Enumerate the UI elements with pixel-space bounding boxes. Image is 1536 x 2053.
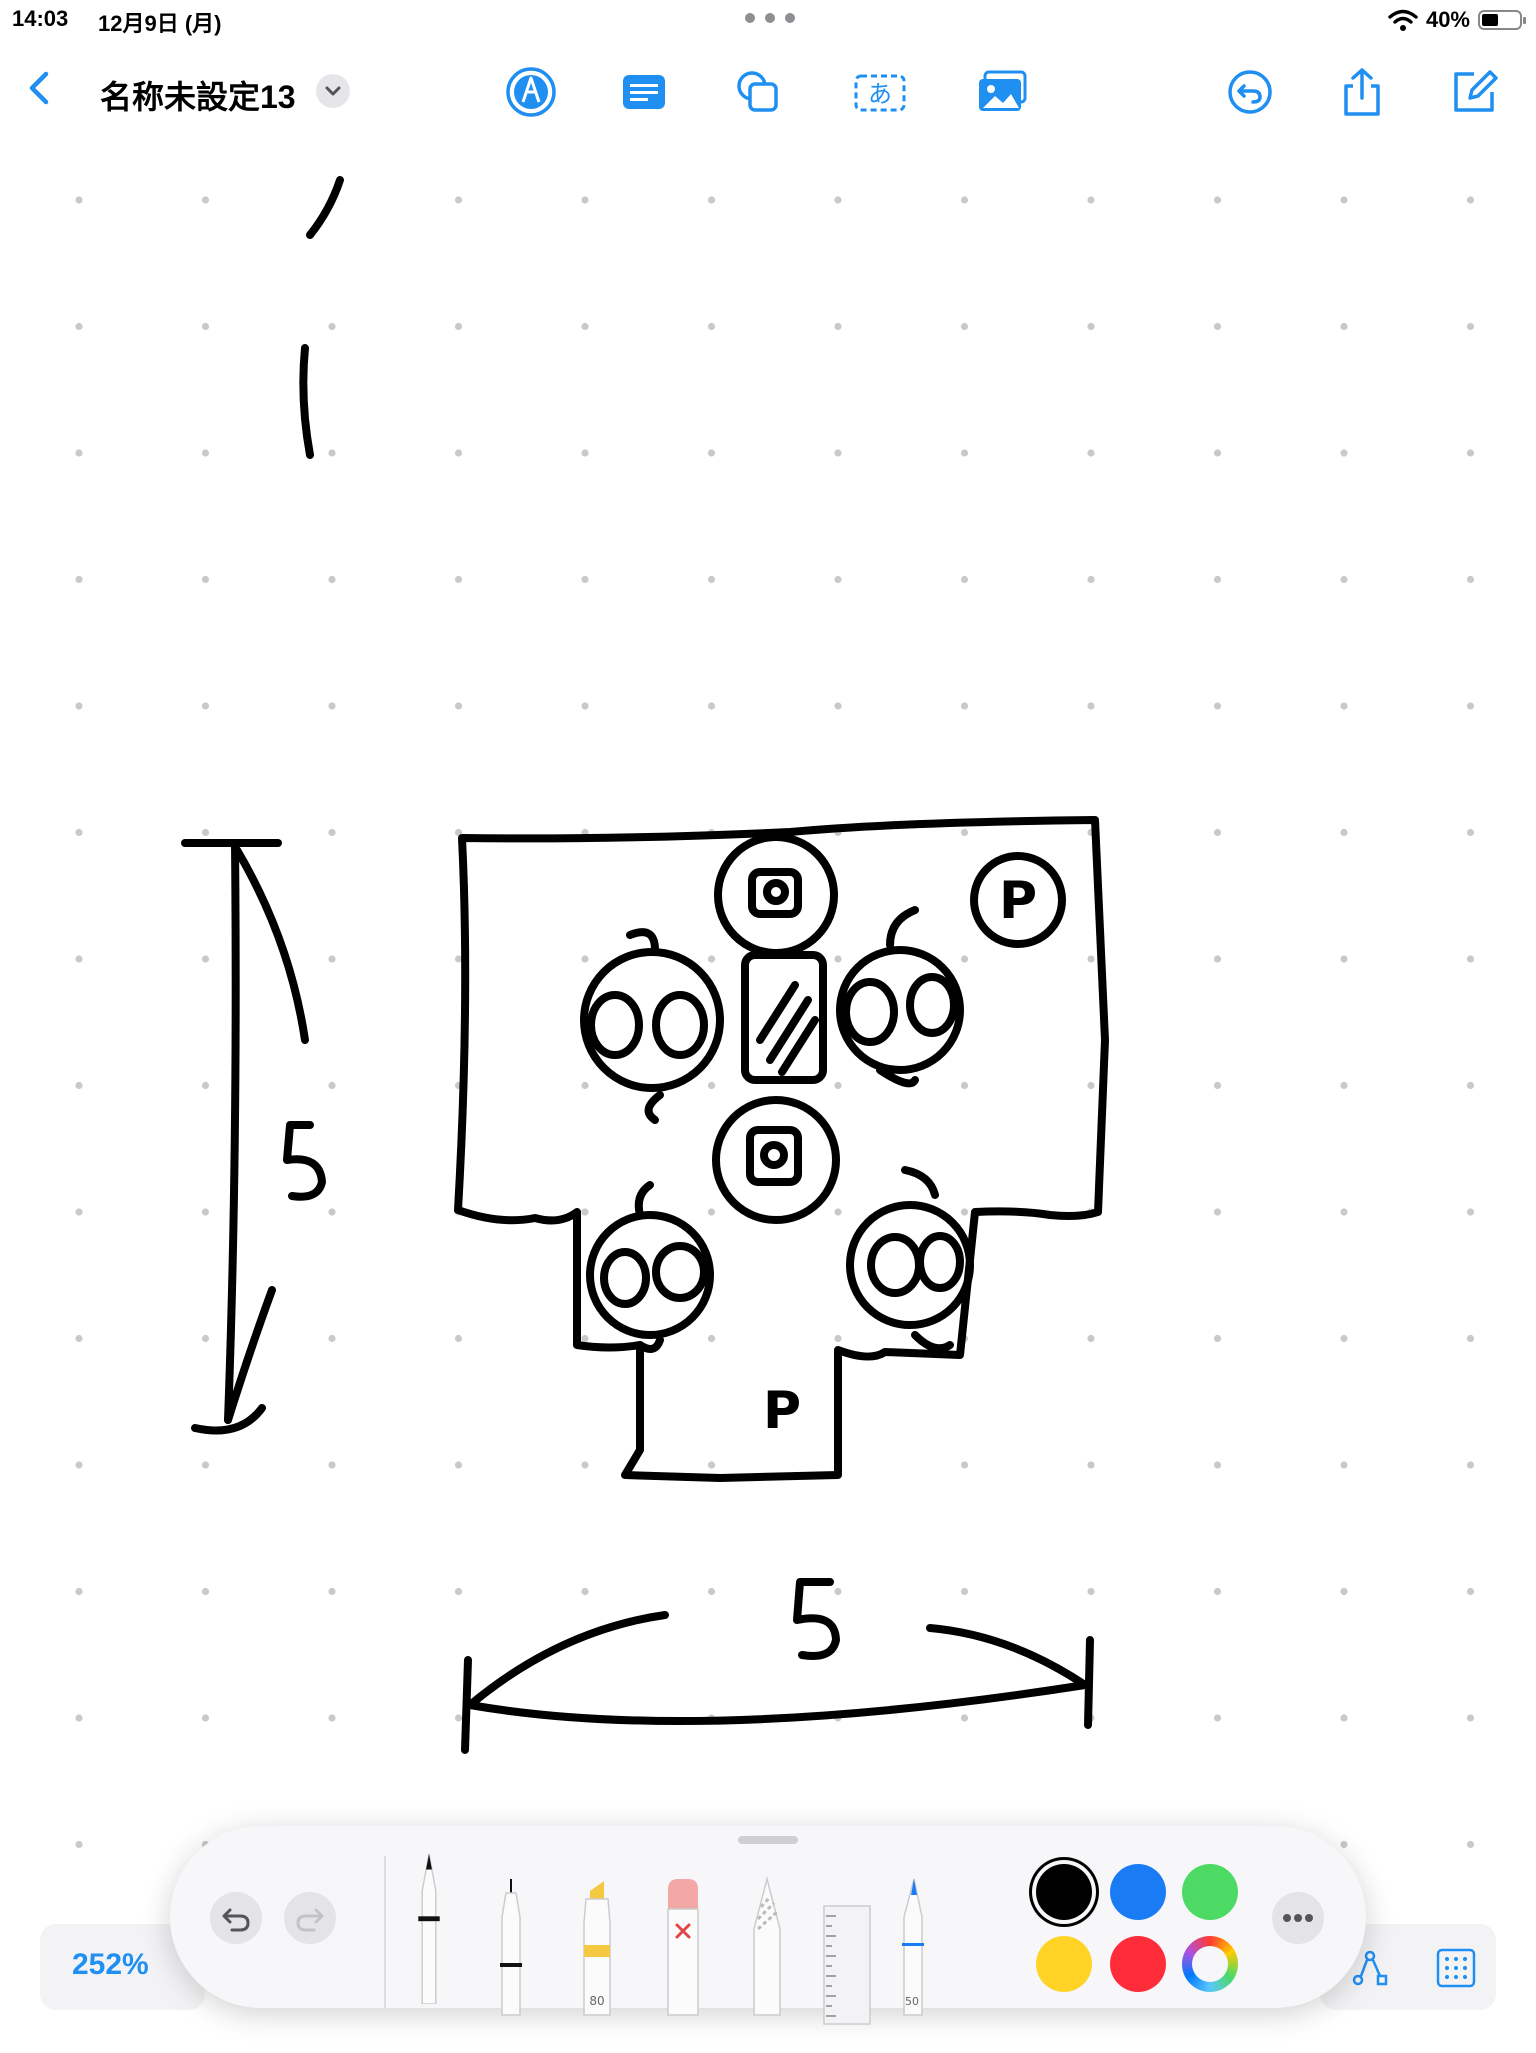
tool-palette: 80 50 xyxy=(170,1826,1366,2025)
shape-selection-icon[interactable] xyxy=(1348,1946,1392,1990)
marker-size-label: 80 xyxy=(589,1994,604,2008)
pencil-tool-icon[interactable]: 50 xyxy=(896,1870,926,2022)
color-swatch-yellow[interactable] xyxy=(1036,1936,1092,1992)
lower-left-seat-eye xyxy=(600,1248,650,1308)
lower-right-seat-circle xyxy=(846,1201,974,1329)
zoom-level[interactable]: 252% xyxy=(72,1948,149,1981)
vertical-arrowhead-bottom xyxy=(224,1286,276,1424)
status-right: 40% xyxy=(1388,6,1526,34)
center-hatching xyxy=(756,981,819,1076)
horizontal-dimension-line xyxy=(466,1681,1089,1725)
lower-left-seat-arrows xyxy=(634,1181,664,1353)
dimension-tick-bottom xyxy=(191,1404,266,1435)
vertical-arrowhead-top xyxy=(233,846,309,1044)
grid-toggle-icon[interactable] xyxy=(1434,1946,1478,1990)
color-swatch-black[interactable] xyxy=(1036,1864,1092,1920)
svg-text:あ: あ xyxy=(868,80,892,108)
status-time: 14:03 xyxy=(12,6,69,31)
ellipsis-icon xyxy=(1283,1914,1313,1922)
horizontal-dimension-label xyxy=(793,1578,840,1660)
stray-stroke xyxy=(306,176,344,239)
horizontal-arrowhead-right xyxy=(926,1624,1089,1689)
horizontal-arrowhead-left xyxy=(466,1611,669,1709)
color-picker-inner xyxy=(1192,1946,1228,1982)
color-swatch-blue[interactable] xyxy=(1110,1864,1166,1920)
chevron-down-icon xyxy=(325,86,341,96)
vertical-dimension-line xyxy=(224,841,240,1424)
lower-right-seat-arrows xyxy=(901,1166,954,1353)
multitasking-dots-icon[interactable] xyxy=(740,12,800,24)
dot-grid xyxy=(0,130,1536,2048)
status-bar: 14:03 12月9日 (月) 40% xyxy=(0,0,1536,40)
redo-button[interactable] xyxy=(284,1892,336,1944)
parking-label-top: P xyxy=(999,871,1037,931)
left-seat-eye xyxy=(652,991,708,1059)
handwriting-text-icon[interactable]: あ xyxy=(852,64,908,120)
markup-pen-icon[interactable] xyxy=(503,64,559,120)
shapes-icon[interactable] xyxy=(730,64,786,120)
eraser-tool-icon[interactable] xyxy=(660,1870,706,2022)
lower-right-seat-eye xyxy=(916,1232,964,1292)
color-swatch-green[interactable] xyxy=(1182,1864,1238,1920)
status-date: 12月9日 (月) xyxy=(98,11,222,36)
lower-left-seat-circle xyxy=(586,1211,714,1339)
new-note-icon[interactable] xyxy=(1446,64,1502,120)
vertical-dimension-label xyxy=(283,1121,326,1201)
color-swatch-red[interactable] xyxy=(1110,1936,1166,1992)
left-seat-eye xyxy=(587,991,643,1059)
wifi-icon xyxy=(1388,9,1418,31)
text-box-icon[interactable] xyxy=(616,64,672,120)
history-icon[interactable] xyxy=(1222,64,1278,120)
pencil-size-label: 50 xyxy=(905,1995,919,2008)
redo-icon xyxy=(296,1908,324,1932)
marker-tool-icon[interactable]: 80 xyxy=(574,1870,620,2022)
pen-tool-icon[interactable] xyxy=(406,1852,452,2004)
back-chevron-icon[interactable] xyxy=(20,68,60,108)
horizontal-tick-right xyxy=(1084,1636,1094,1729)
stray-stroke xyxy=(299,344,314,459)
top-round-seat xyxy=(714,833,838,957)
left-seat-arrows xyxy=(626,928,664,1124)
palette-divider xyxy=(384,1856,386,2008)
top-inner-circle xyxy=(763,879,789,905)
battery-percent: 40% xyxy=(1425,7,1470,32)
top-square xyxy=(748,868,802,918)
right-seat-eye xyxy=(906,973,958,1037)
parking-circle xyxy=(970,852,1066,948)
share-icon[interactable] xyxy=(1334,64,1390,120)
lasso-tool-icon[interactable] xyxy=(744,1870,790,2022)
sketch-layer: P P xyxy=(0,130,1536,2048)
undo-icon xyxy=(222,1908,250,1932)
right-seat-eye xyxy=(842,978,898,1046)
right-seat-arrows xyxy=(876,906,919,1088)
undo-button[interactable] xyxy=(210,1892,262,1944)
lower-left-seat-eye xyxy=(652,1242,708,1302)
fineliner-tool-icon[interactable] xyxy=(488,1870,534,2022)
top-toolbar: 名称未設定13 あ xyxy=(0,50,1536,130)
color-picker-multicolor[interactable] xyxy=(1182,1936,1238,1992)
parking-label-bottom: P xyxy=(763,1381,801,1441)
insert-image-icon[interactable] xyxy=(975,64,1031,120)
bottom-round-seat xyxy=(712,1096,840,1224)
building-outline xyxy=(454,816,1109,1482)
bottom-inner-circle xyxy=(760,1141,788,1169)
battery-icon xyxy=(1478,10,1526,30)
ruler-tool-icon[interactable] xyxy=(822,1888,872,2040)
title-menu-button[interactable] xyxy=(316,74,350,108)
right-seat-circle xyxy=(836,946,964,1074)
document-title[interactable]: 名称未設定13 xyxy=(100,79,296,115)
bottom-square xyxy=(746,1126,802,1186)
drawing-canvas[interactable]: P P xyxy=(0,130,1536,2048)
palette-grabber[interactable] xyxy=(738,1836,798,1844)
more-options-button[interactable] xyxy=(1272,1892,1324,1944)
